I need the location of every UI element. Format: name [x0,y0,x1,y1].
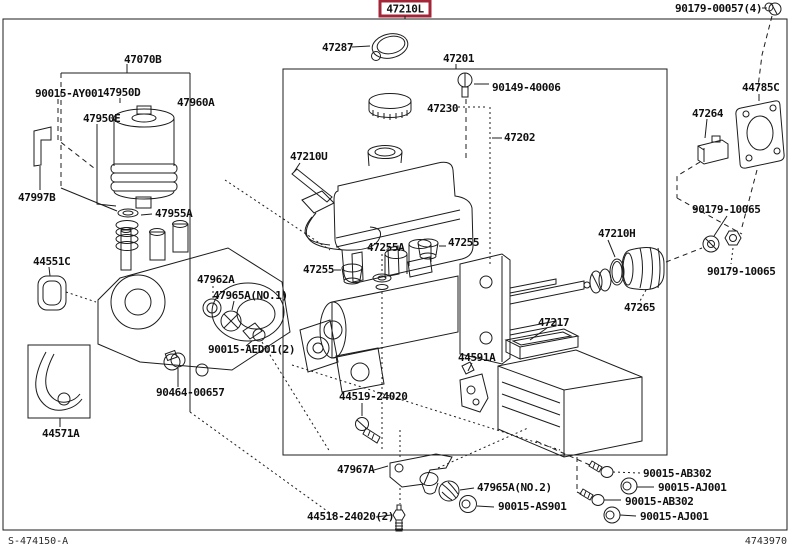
part-label-44519-24020[interactable]: 44519-24020 [339,390,408,403]
part-label-47255[interactable]: 47255 [303,263,335,276]
part-label-47202[interactable]: 47202 [504,131,536,144]
part-label-90015-aj001[interactable]: 90015-AJ001 [640,510,710,523]
actuator-icon-47217 [497,327,643,458]
part-label-47255[interactable]: 47255 [448,236,480,249]
part-label-47965a-no-1-[interactable]: 47965A(NO.1) [213,289,288,302]
gasket-ring-icon-44551c [37,266,97,311]
hose-box-44571a [27,344,91,427]
part-label-90179-10065[interactable]: 90179-10065 [692,203,761,216]
boot-icon-47265 [621,247,665,291]
gasket-plate-icon-44785c [735,94,785,228]
part-label-47955a[interactable]: 47955A [155,207,194,220]
master-cylinder-icon [299,239,557,393]
part-label-90179-00057-4-[interactable]: 90179-00057(4) [675,2,763,15]
part-label-90015-aj001[interactable]: 90015-AJ001 [658,481,728,494]
washer-nut-icons-90179 [702,215,742,265]
part-label-47950d[interactable]: 47950D [103,86,142,99]
top-nut-icon-90179-00057 [756,2,782,96]
part-label-47217[interactable]: 47217 [538,316,570,329]
part-label-44551c[interactable]: 44551C [33,255,71,268]
bolt-icon-44519 [355,403,381,444]
part-label-47070b[interactable]: 47070B [124,53,163,66]
leader-47950e [96,124,117,207]
part-label-47265[interactable]: 47265 [624,301,656,314]
part-label-47264[interactable]: 47264 [692,107,724,120]
level-sensor-icon-47210u [291,162,381,251]
part-label-44591a[interactable]: 44591A [458,351,497,364]
bottom-bracket-icon-47967a [373,453,453,495]
part-label-47230[interactable]: 47230 [427,102,459,115]
part-label-90015-ay001[interactable]: 90015-AY001 [35,87,105,100]
construction-lines [189,179,561,517]
highlighted-part-box[interactable] [378,0,432,19]
part-label-47210h[interactable]: 47210H [598,227,636,240]
footer-figure-code: S-474150-A [8,536,68,547]
part-label-47967a[interactable]: 47967A [337,463,376,476]
booster-pump-icon [97,220,291,377]
part-label-44518-24020-2-[interactable]: 44518-24020(2) [307,510,395,523]
part-label-47201[interactable]: 47201 [443,52,475,65]
grommet-icon-47965a-no2 [438,480,495,513]
bracket-icon-44591a [459,361,489,413]
cap-gasket-icon-47287 [351,33,409,61]
mount-bolt-icons [535,440,654,524]
bolt-icon-44518 [375,427,529,532]
part-label-90149-40006[interactable]: 90149-40006 [492,81,562,94]
pump-canister-icon [110,105,178,209]
part-label-90015-ab302[interactable]: 90015-AB302 [625,495,694,508]
part-label-90179-10065[interactable]: 90179-10065 [707,265,776,278]
part-label-47287[interactable]: 47287 [322,41,354,54]
highlighted-part-label[interactable]: 47210L [386,3,425,16]
part-label-47950e[interactable]: 47950E [83,112,121,125]
grommet-icons-47255 [334,238,446,452]
leader-90015-ay001 [57,99,95,169]
o-ring-icon-47210h [609,258,625,286]
clip-icon-47997b [33,126,52,190]
connector-icon-47264 [676,118,743,235]
part-label-47210u[interactable]: 47210U [290,150,329,163]
part-label-90464-00657[interactable]: 90464-00657 [156,386,225,399]
part-label-47960a[interactable]: 47960A [177,96,216,109]
accumulator-box-47070b [57,64,191,412]
part-label-90015-aed01-2-[interactable]: 90015-AED01(2) [208,343,296,356]
reservoir-cap-icon-47230 [368,93,412,120]
part-label-44571a[interactable]: 44571A [42,427,81,440]
footer-page-code: 4743970 [745,536,787,547]
screw-icon-90149 [457,72,489,158]
part-label-44785c[interactable]: 44785C [742,81,780,94]
part-label-90015-ab302[interactable]: 90015-AB302 [643,467,712,480]
pushrod-group [509,239,703,305]
small-seals-icons [202,286,266,347]
part-label-47962a[interactable]: 47962A [197,273,236,286]
part-label-47255a[interactable]: 47255A [367,241,406,254]
reservoir-tank-icon-47202 [333,106,502,284]
part-label-90015-as901[interactable]: 90015-AS901 [498,500,568,513]
sensor-bolt-icon-90464 [164,349,186,387]
part-label-47965a-no-2-[interactable]: 47965A(NO.2) [477,481,552,494]
part-label-47997b[interactable]: 47997B [18,191,57,204]
